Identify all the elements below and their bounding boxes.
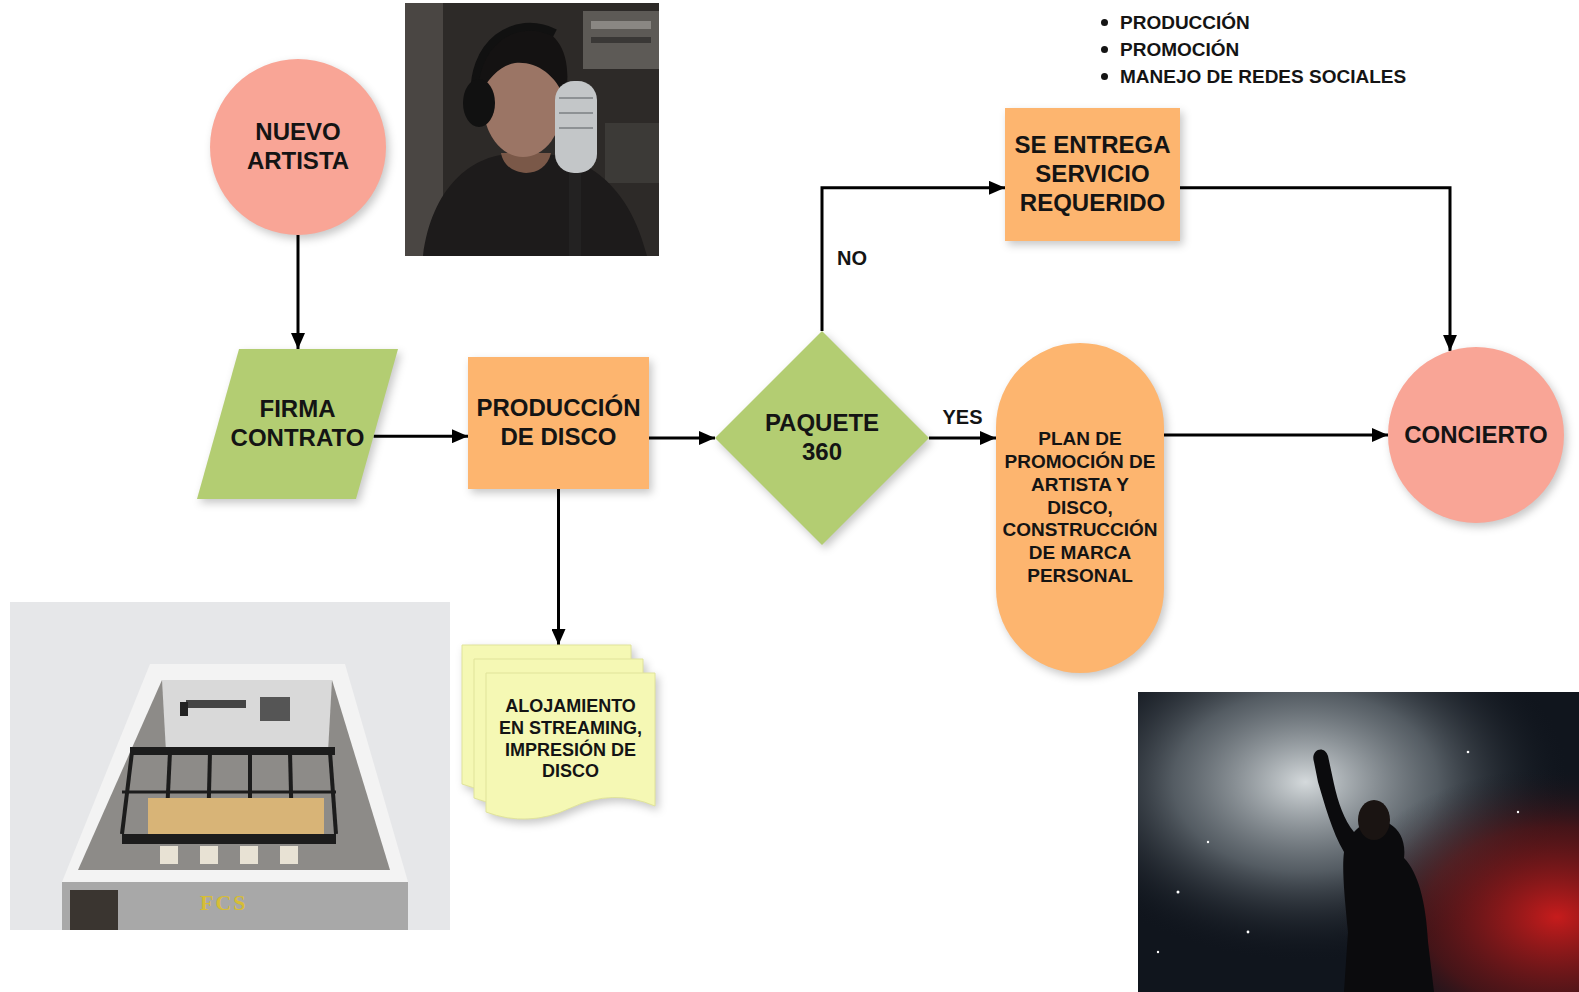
flow-arrow <box>649 437 715 440</box>
input-parallelogram: FIRMA CONTRATO <box>197 349 398 499</box>
text-area: NUEVO ARTISTA <box>221 70 376 225</box>
text-area: PRODUCCIÓN DE DISCO <box>475 365 642 481</box>
node-text: PRODUCCIÓN DE DISCO <box>475 394 642 452</box>
end-circle: CONCIERTO <box>1388 347 1564 523</box>
edge-label: NO <box>834 247 870 270</box>
document-stack: ALOJAMIENTO EN STREAMING, IMPRESIÓN DE D… <box>462 645 655 820</box>
edge-label: YES <box>939 406 985 429</box>
process-box: SE ENTREGA SERVICIO REQUERIDO <box>1005 108 1180 241</box>
node-text: FIRMA CONTRATO <box>226 395 369 453</box>
node-text: PAQUETE 360 <box>747 409 897 467</box>
text-area: PAQUETE 360 <box>747 363 897 513</box>
text-area: FIRMA CONTRATO <box>226 357 369 491</box>
flow-arrow <box>374 435 468 438</box>
concert-photo <box>1138 692 1579 992</box>
process-stadium: PLAN DE PROMOCIÓN DE ARTISTA Y DISCO, CO… <box>996 343 1164 673</box>
studio-render <box>10 602 450 930</box>
flow-arrow <box>557 489 560 645</box>
node-text: SE ENTREGA SERVICIO REQUERIDO <box>1012 131 1173 217</box>
service-list-item: PROMOCIÓN <box>1120 38 1239 62</box>
flow-arrow <box>822 188 1005 331</box>
process-box: PRODUCCIÓN DE DISCO <box>468 357 649 489</box>
flow-arrow <box>297 235 300 349</box>
text-area: PLAN DE PROMOCIÓN DE ARTISTA Y DISCO, CO… <box>1001 353 1159 663</box>
text-area: ALOJAMIENTO EN STREAMING, IMPRESIÓN DE D… <box>494 683 647 796</box>
flow-arrow <box>929 437 996 440</box>
flow-arrow <box>1164 434 1388 437</box>
decision-diamond: PAQUETE 360 <box>715 331 929 545</box>
node-text: ALOJAMIENTO EN STREAMING, IMPRESIÓN DE D… <box>494 696 647 782</box>
text-area: SE ENTREGA SERVICIO REQUERIDO <box>1012 116 1173 233</box>
node-text: NUEVO ARTISTA <box>221 118 376 176</box>
service-list-item: MANEJO DE REDES SOCIALES <box>1120 65 1406 89</box>
text-area: CONCIERTO <box>1399 358 1554 513</box>
node-text: PLAN DE PROMOCIÓN DE ARTISTA Y DISCO, CO… <box>1001 428 1159 588</box>
node-text: CONCIERTO <box>1399 421 1554 450</box>
start-circle: NUEVO ARTISTA <box>210 59 386 235</box>
studio-logo: FCS <box>200 889 248 917</box>
service-list-item: PRODUCCIÓN <box>1120 11 1250 35</box>
flow-arrow <box>1180 188 1450 351</box>
singer-photo <box>405 3 659 256</box>
